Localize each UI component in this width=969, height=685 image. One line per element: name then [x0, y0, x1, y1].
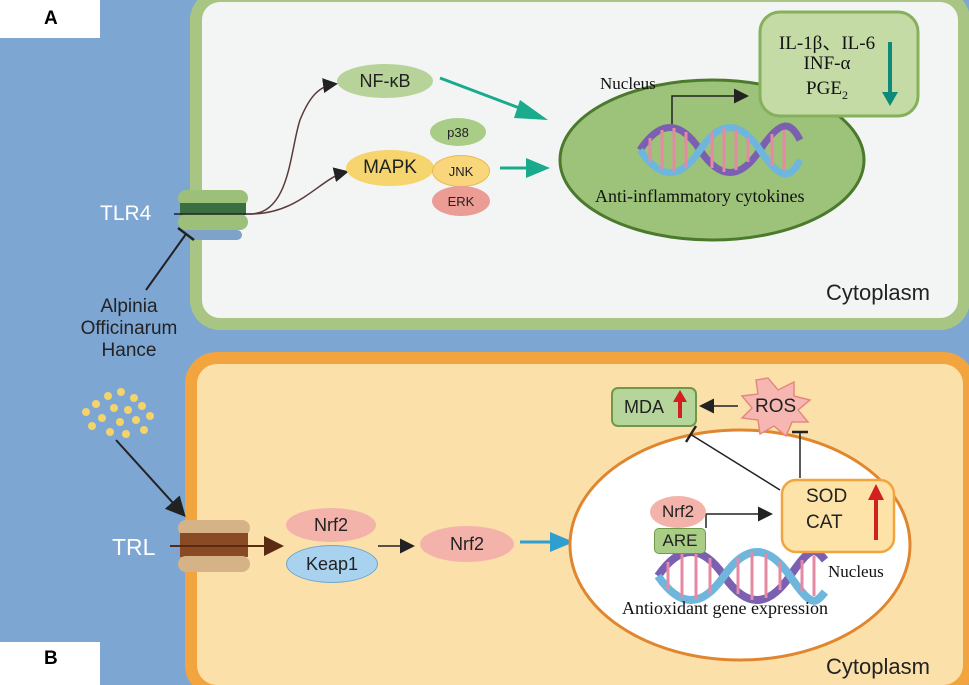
cat-label: CAT	[806, 512, 843, 533]
ros-label: ROS	[755, 396, 797, 417]
panel-label-a-box: A	[0, 0, 100, 38]
ros-burst	[740, 377, 812, 438]
nrf2-translocation-arrow	[520, 532, 574, 552]
sod-increase-arrow	[868, 484, 884, 500]
nfkb-node: NF-κB	[337, 64, 433, 98]
cytokine-inf: INF-α	[803, 53, 851, 74]
trl-label: TRL	[112, 534, 156, 560]
mda-box	[611, 387, 697, 427]
tlr4-receptor	[178, 190, 248, 240]
drug-inhibits-tlr4-line	[145, 233, 187, 291]
panel-label-a: A	[44, 8, 58, 29]
panel-label-b-box: B	[0, 642, 100, 685]
transcription-arrow-a	[671, 88, 749, 124]
drug-name-line2: Officinarum	[80, 318, 178, 339]
cytokine-il: IL-1β、IL-6	[778, 33, 876, 54]
expression-caption: Antioxidant gene expression	[622, 598, 828, 618]
nrf2-to-sod-arrow	[705, 506, 773, 528]
mapk-to-nucleus-arrow	[500, 158, 550, 178]
decrease-arrow-head	[882, 92, 898, 106]
cytoplasm-a-label: Cytoplasm	[826, 280, 930, 305]
keap1-node: Keap1	[286, 545, 378, 583]
are-box: ARE	[654, 528, 706, 554]
dna-helix-a	[637, 122, 804, 178]
pge-subscript: 2	[841, 87, 848, 102]
nucleus-a-label: Nucleus	[600, 74, 656, 93]
jnk-node: JNK	[432, 155, 490, 187]
mapk-node: MAPK	[346, 150, 434, 186]
sod-cat-box	[780, 478, 896, 554]
cytokines-caption: Anti-inflammatory cytokines	[595, 186, 805, 206]
drug-name-line1: Alpinia	[100, 296, 158, 317]
nrf2-complex-node: Nrf2	[286, 508, 376, 542]
nucleus-b-label: Nucleus	[828, 562, 884, 581]
herb-particles	[82, 388, 154, 438]
tlr4-to-nfkb-arrow	[249, 78, 338, 215]
mda-increase-arrow	[673, 390, 687, 402]
tlr4-to-mapk-arrow	[249, 167, 349, 215]
cytokine-box	[758, 10, 920, 118]
sod-inhibits-mda-line	[689, 433, 781, 491]
panel-label-b: B	[44, 648, 58, 669]
drug-name-line3: Hance	[101, 340, 157, 361]
drug-to-trl-arrow	[115, 439, 186, 517]
pge-main: PGE	[806, 78, 842, 99]
p38-node: p38	[430, 118, 486, 146]
mda-label: MDA	[624, 397, 664, 417]
sod-label: SOD	[806, 486, 848, 507]
nrf2-free-node: Nrf2	[420, 526, 514, 562]
nrf2-nuclear-node: Nrf2	[650, 496, 706, 528]
drug-inhibits-tlr4-bar	[177, 227, 195, 241]
erk-node: ERK	[432, 186, 490, 216]
drug-name: Alpinia Officinarum Hance	[81, 296, 178, 362]
cytoplasm-b-label: Cytoplasm	[826, 654, 930, 679]
cytokine-pge: PGE2	[772, 78, 882, 103]
tlr4-label: TLR4	[100, 202, 152, 225]
nfkb-to-nucleus-arrow	[439, 76, 548, 120]
